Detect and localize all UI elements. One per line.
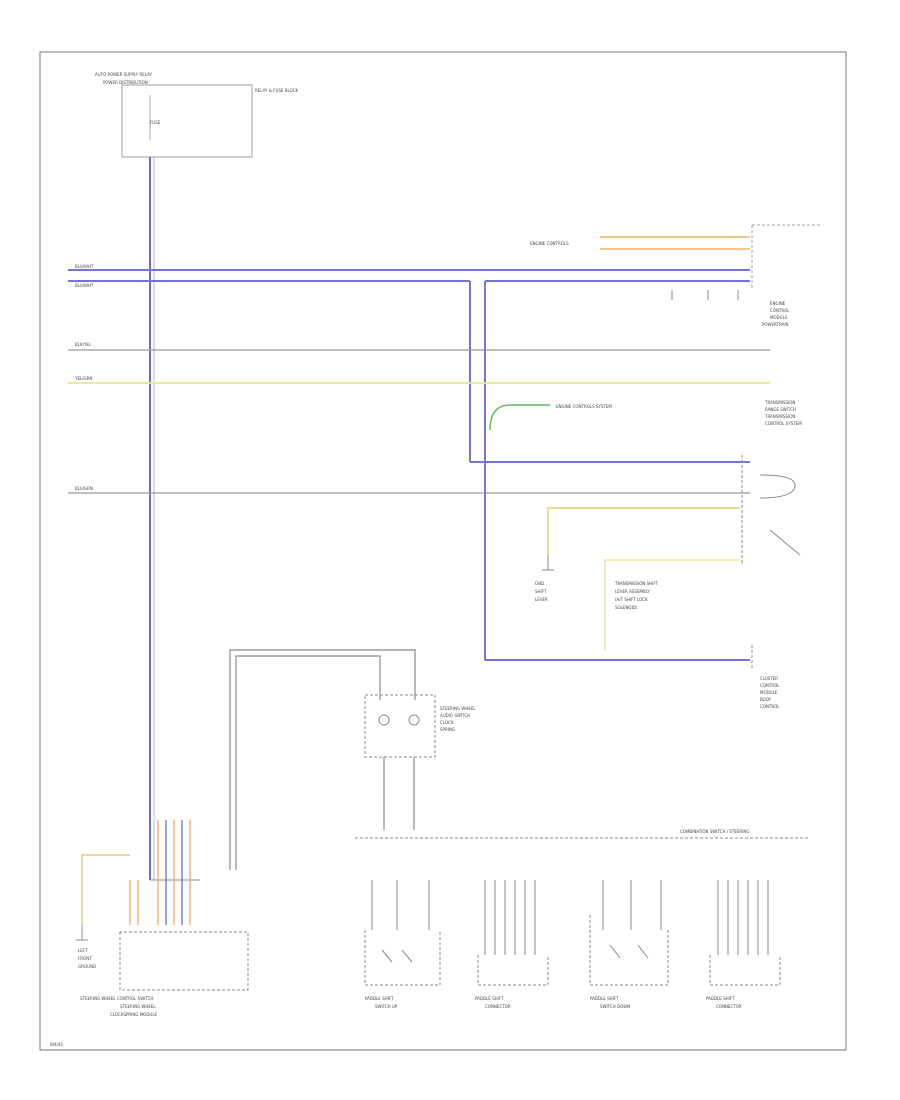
svg-text:CONTROL: CONTROL [760, 683, 780, 688]
svg-text:FRONT: FRONT [78, 956, 92, 961]
combination-switch-header: COMBINATION SWITCH / STEERING [355, 829, 810, 839]
power-supply-relay-label: AUTO POWER SUPPLY RELAY [95, 72, 152, 77]
svg-text:PADDLE SHIFT: PADDLE SHIFT [475, 996, 504, 1001]
svg-text:LEVER ASSEMBLY: LEVER ASSEMBLY [615, 589, 650, 594]
wire-label-1: BLU/WHT [75, 264, 94, 269]
engine-control-system-label: ENGINE CONTROLS SYSTEM [556, 404, 612, 409]
clock-spring: STEERING WHEEL AUDIO SWITCH CLOCK SPRING [229, 649, 476, 870]
transmission-range-label: TRANSMISSION RANGE SWITCH TRANSMISSION C… [764, 400, 802, 426]
svg-text:SWITCH UP: SWITCH UP [375, 1004, 398, 1009]
relay-fuse-block-label: RELAY & FUSE BLOCK [255, 88, 298, 93]
engine-control-module: ENGINE CONTROLS ENGINE CONTROL MODULE PO… [530, 224, 820, 327]
svg-text:ENGINE: ENGINE [770, 301, 786, 306]
svg-text:BODY: BODY [760, 697, 772, 702]
svg-text:CONTROL: CONTROL [770, 308, 790, 313]
svg-text:CONNECTOR: CONNECTOR [716, 1004, 742, 1009]
shift-lever-assembly: TRANSMISSION SHIFT LEVER ASSEMBLY (A/T S… [614, 455, 801, 610]
svg-text:GND: GND [535, 581, 544, 586]
svg-text:CONTROL: CONTROL [760, 704, 780, 709]
wire-label-4: YEL/GRN [74, 376, 92, 381]
svg-text:POWERTRAIN: POWERTRAIN [762, 322, 789, 327]
svg-text:RANGE SWITCH: RANGE SWITCH [765, 407, 796, 412]
bus-wires [68, 236, 770, 661]
ground-mid: GND SHIFT LEVER [535, 555, 554, 602]
svg-text:SHIFT: SHIFT [535, 589, 547, 594]
svg-text:TRANSMISSION: TRANSMISSION [764, 400, 795, 405]
svg-text:(A/T SHIFT LOCK: (A/T SHIFT LOCK [615, 597, 648, 602]
svg-text:MODULE: MODULE [770, 315, 788, 320]
svg-text:GROUND: GROUND [78, 964, 96, 969]
svg-text:SPRING: SPRING [440, 727, 455, 732]
svg-text:CLOCKSPRING MODULE: CLOCKSPRING MODULE [110, 1012, 158, 1017]
svg-text:LEVER: LEVER [535, 597, 548, 602]
svg-text:CLUSTER: CLUSTER [760, 676, 778, 681]
diagram-border [39, 51, 847, 1051]
wire-label-5: BLU/GRN [75, 486, 93, 491]
left-wire-labels: BLU/WHT BLU/WHT BLK/YEL YEL/GRN BLU/GRN [74, 264, 94, 491]
svg-text:STEERING WHEEL CONTROL SWITCH: STEERING WHEEL CONTROL SWITCH [80, 996, 153, 1001]
svg-text:LEFT: LEFT [78, 948, 88, 953]
svg-text:SWITCH DOWN: SWITCH DOWN [600, 1004, 630, 1009]
svg-text:CLOCK: CLOCK [440, 720, 454, 725]
paddle-connector-left: PADDLE SHIFT CONNECTOR [706, 880, 781, 1009]
svg-text:TRANSMISSION SHIFT: TRANSMISSION SHIFT [614, 581, 659, 586]
svg-text:PADDLE SHIFT: PADDLE SHIFT [590, 996, 619, 1001]
svg-text:COMBINATION SWITCH / STEERING: COMBINATION SWITCH / STEERING [680, 829, 749, 834]
svg-text:STEERING WHEEL: STEERING WHEEL [440, 706, 476, 711]
svg-text:STEERING WHEEL: STEERING WHEEL [120, 1004, 156, 1009]
svg-text:PADDLE SHIFT: PADDLE SHIFT [706, 996, 735, 1001]
paddle-switch-up: PADDLE SHIFT SWITCH UP [364, 880, 441, 1009]
footer-tag: W4/43 [50, 1042, 63, 1047]
wire-blue-vertical [149, 157, 155, 880]
ground-left: LEFT FRONT GROUND [76, 925, 96, 969]
power-distribution-label: POWER DISTRIBUTION [103, 80, 148, 85]
fuse-label: FUSE [150, 120, 161, 125]
svg-text:SOLENOID): SOLENOID) [615, 605, 638, 610]
svg-text:PADDLE SHIFT: PADDLE SHIFT [365, 996, 394, 1001]
paddle-connector-right: PADDLE SHIFT CONNECTOR [475, 880, 549, 1009]
svg-text:MODULE: MODULE [760, 690, 778, 695]
svg-text:AUDIO SWITCH: AUDIO SWITCH [440, 713, 470, 718]
svg-text:CONNECTOR: CONNECTOR [485, 1004, 511, 1009]
wire-label-2: BLU/WHT [75, 283, 94, 288]
combination-module: STEERING WHEEL CONTROL SWITCH STEERING W… [80, 820, 249, 1017]
relay-fuse-block: AUTO POWER SUPPLY RELAY POWER DISTRIBUTI… [95, 72, 298, 158]
svg-text:TRANSMISSION: TRANSMISSION [764, 414, 795, 419]
cluster-control-module: CLUSTER CONTROL MODULE BODY CONTROL [751, 645, 780, 709]
wire-label-3: BLK/YEL [75, 342, 92, 347]
paddle-switch-down: PADDLE SHIFT SWITCH DOWN [589, 880, 669, 1009]
engine-controls-label: ENGINE CONTROLS [530, 241, 569, 246]
svg-text:CONTROL SYSTEM: CONTROL SYSTEM [765, 421, 802, 426]
